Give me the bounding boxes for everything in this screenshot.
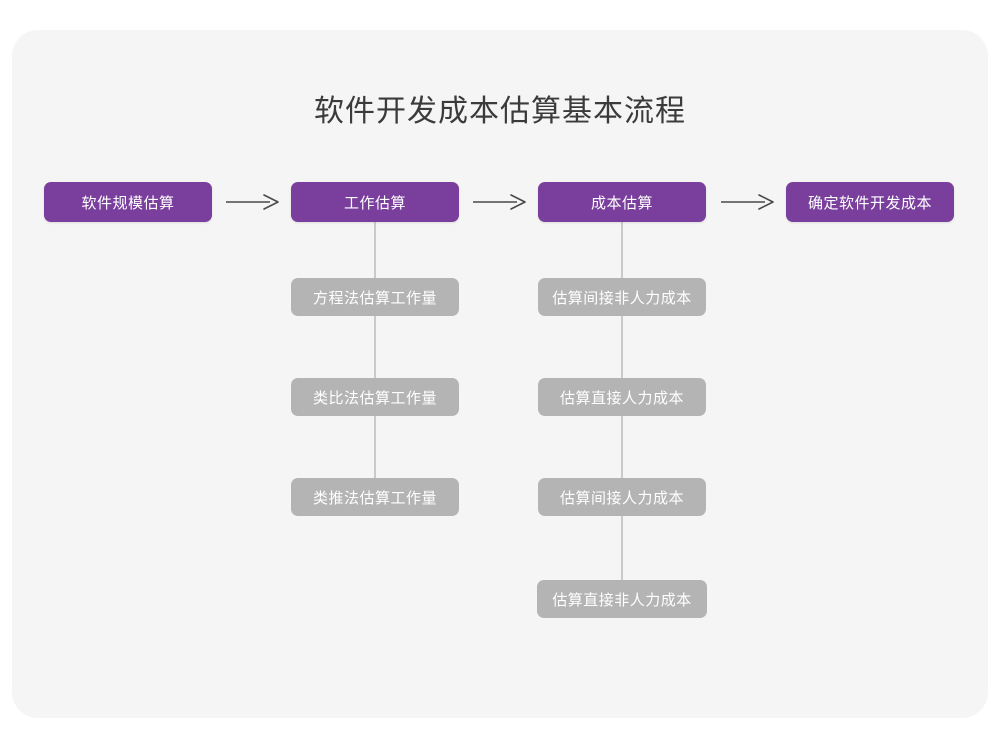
substep-node-3-3[interactable]: 估算间接人力成本 bbox=[538, 478, 706, 516]
right-arrow-icon bbox=[224, 190, 280, 214]
stage-node-3[interactable]: 成本估算 bbox=[538, 182, 706, 222]
stage-node-4[interactable]: 确定软件开发成本 bbox=[786, 182, 954, 222]
substep-node-2-2[interactable]: 类比法估算工作量 bbox=[291, 378, 459, 416]
page-title: 软件开发成本估算基本流程 bbox=[314, 95, 686, 128]
connector-line bbox=[374, 222, 376, 516]
node-label: 工作估算 bbox=[343, 194, 406, 212]
right-arrow-icon bbox=[471, 190, 527, 214]
stage-node-2[interactable]: 工作估算 bbox=[291, 182, 459, 222]
node-label: 确定软件开发成本 bbox=[807, 194, 932, 212]
node-label: 估算直接人力成本 bbox=[559, 389, 684, 407]
node-label: 成本估算 bbox=[590, 194, 653, 212]
node-label: 软件规模估算 bbox=[81, 194, 175, 212]
substep-node-2-3[interactable]: 类推法估算工作量 bbox=[291, 478, 459, 516]
substep-node-3-4[interactable]: 估算直接非人力成本 bbox=[537, 580, 707, 618]
substep-node-2-1[interactable]: 方程法估算工作量 bbox=[291, 278, 459, 316]
substep-node-3-2[interactable]: 估算直接人力成本 bbox=[538, 378, 706, 416]
connector-line bbox=[621, 222, 623, 618]
node-label: 估算间接非人力成本 bbox=[552, 289, 692, 307]
right-arrow-icon bbox=[719, 190, 775, 214]
substep-node-3-1[interactable]: 估算间接非人力成本 bbox=[538, 278, 706, 316]
node-label: 方程法估算工作量 bbox=[312, 289, 437, 307]
stage-node-1[interactable]: 软件规模估算 bbox=[44, 182, 212, 222]
node-label: 估算间接人力成本 bbox=[559, 489, 684, 507]
node-label: 类比法估算工作量 bbox=[312, 389, 437, 407]
diagram-panel bbox=[12, 30, 988, 718]
node-label: 估算直接非人力成本 bbox=[552, 591, 692, 609]
node-label: 类推法估算工作量 bbox=[312, 489, 437, 507]
